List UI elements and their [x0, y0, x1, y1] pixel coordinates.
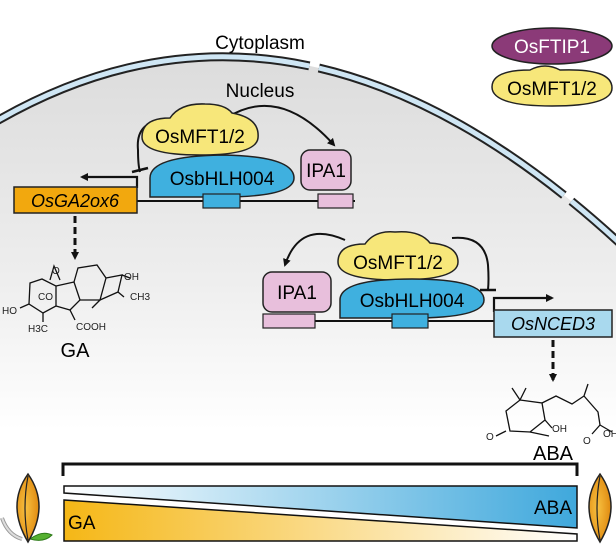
gradient-aba-label: ABA [534, 498, 572, 519]
nuclear-envelope [0, 52, 616, 246]
right-ipa1-protein: IPA1 [262, 271, 332, 313]
transcription-arrow-right [492, 294, 554, 312]
cytoplasm-osmft-protein: OsMFT1/2 [491, 65, 613, 107]
aba-label: ABA [533, 443, 574, 465]
ga-atom-cooh: COOH [76, 322, 106, 333]
osnced3-label: OsNCED3 [511, 314, 595, 334]
osnced3-gene: OsNCED3 [493, 309, 613, 338]
activation-arrow-left [227, 104, 336, 147]
right-ipa1-label: IPA1 [277, 283, 317, 304]
nucleus-area [0, 56, 616, 430]
left-osmft-protein: OsMFT1/2 [141, 103, 259, 156]
ga-atom-h3c: H3C [28, 324, 48, 335]
aba-gradient-wedge [63, 485, 578, 529]
cytoplasm-label: Cytoplasm [215, 33, 305, 54]
aba-atom-oh: OH [552, 424, 567, 435]
osga2ox6-label: OsGA2ox6 [31, 191, 120, 211]
aba-atom-acid-oh: OH [603, 429, 616, 440]
osga2ox6-gene: OsGA2ox6 [13, 186, 138, 214]
ga-structure [19, 264, 131, 322]
ga-atom-oh: OH [124, 272, 139, 283]
ga-label: GA [61, 340, 91, 362]
right-osbhlh004-protein: OsbHLH004 [339, 278, 485, 319]
nucleus-label: Nucleus [226, 81, 295, 102]
dormant-seed-icon [588, 472, 612, 544]
left-ipa1-label: IPA1 [306, 161, 346, 182]
right-ipa1-binding-site [262, 313, 316, 329]
osftip1-protein: OsFTIP1 [491, 27, 613, 65]
right-bhlh-binding-site [391, 313, 429, 329]
aba-atom-acid-o: O [583, 436, 591, 447]
inhibition-arrow-right [451, 236, 490, 291]
aba-structure [495, 383, 613, 437]
ga-atom-ch3: CH3 [130, 292, 150, 303]
osftip1-label: OsFTIP1 [514, 37, 590, 58]
left-bhlh-binding-site [202, 193, 241, 209]
aba-atom-keto-o: O [486, 432, 494, 443]
ga-atom-ho: HO [2, 306, 17, 317]
transcription-arrow-left [80, 173, 139, 188]
cytoplasm-osmft-label: OsMFT1/2 [507, 79, 597, 100]
gradient-ga-label: GA [68, 513, 96, 534]
right-osbhlh004-label: OsbHLH004 [360, 291, 465, 312]
ga-gradient-wedge [63, 499, 578, 542]
left-ipa1-protein: IPA1 [300, 149, 352, 191]
left-osmft-label: OsMFT1/2 [155, 127, 245, 148]
activation-arrow-right [283, 232, 346, 267]
left-osbhlh004-protein: OsbHLH004 [149, 154, 295, 198]
left-ipa1-binding-site [317, 193, 354, 209]
germinating-seed-icon [0, 472, 53, 544]
ga-atom-o: O [52, 266, 60, 277]
ga-atom-co: CO [38, 292, 53, 303]
bracket [61, 462, 579, 476]
left-osbhlh004-label: OsbHLH004 [170, 169, 275, 190]
right-osmft-label: OsMFT1/2 [353, 253, 443, 274]
